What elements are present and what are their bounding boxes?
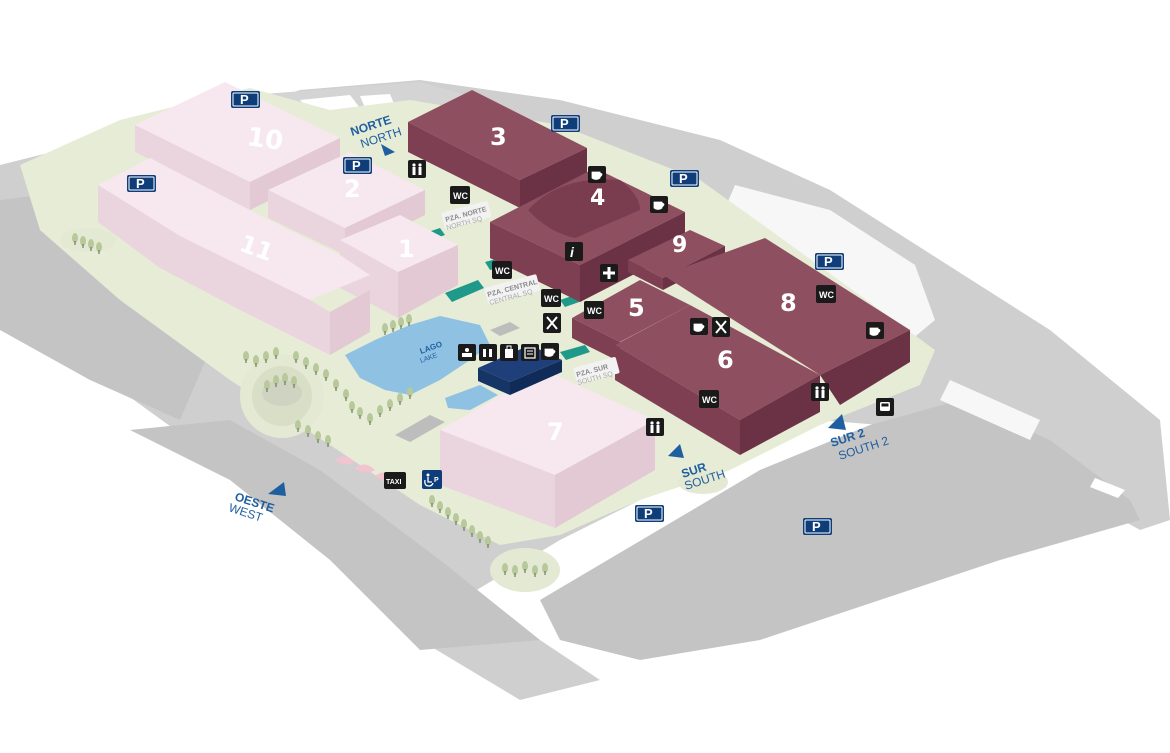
wc-markers: WC WC WC WC WC WC [450, 186, 836, 408]
svg-text:P: P [434, 477, 439, 484]
cafe-icon[interactable] [650, 196, 668, 213]
hall-4-label: 4 [590, 186, 605, 211]
restaurant-icon[interactable] [543, 313, 561, 333]
parking-icon[interactable]: P [231, 91, 260, 108]
toilets-icon[interactable] [479, 344, 497, 361]
svg-text:WC: WC [702, 395, 717, 405]
hall-5-label: 5 [628, 294, 645, 322]
parking-icon[interactable]: P [127, 175, 156, 192]
parking-icon[interactable]: P [343, 157, 372, 174]
parking-icon[interactable]: P [635, 505, 664, 522]
hall-10-label: 10 [245, 122, 285, 157]
cafe-icon[interactable] [690, 318, 708, 335]
gate-west-arrow-icon [268, 482, 286, 496]
restaurant-icon[interactable] [712, 317, 730, 337]
svg-text:P: P [560, 116, 569, 131]
parking-icon[interactable]: P [670, 170, 699, 187]
wc-icon[interactable]: WC [699, 390, 719, 408]
svg-text:P: P [812, 519, 821, 534]
hall-3[interactable]: 3 [408, 90, 587, 208]
accessible-parking-icon[interactable]: P [422, 470, 442, 489]
hall-1-label: 1 [398, 235, 415, 263]
wc-icon[interactable]: WC [816, 285, 836, 303]
info-icon[interactable]: i [565, 242, 583, 261]
lake: LAGO LAKE [345, 316, 498, 410]
bus-icon[interactable] [876, 398, 894, 416]
svg-text:P: P [644, 506, 653, 521]
toilets-icon[interactable] [408, 160, 426, 178]
wc-icon[interactable]: WC [450, 186, 470, 204]
parking-icon[interactable]: P [815, 253, 844, 270]
central-services-icons [458, 344, 539, 361]
svg-text:P: P [679, 171, 688, 186]
hall-3-label: 3 [490, 123, 507, 151]
parking-icon[interactable]: P [551, 115, 580, 132]
svg-text:WC: WC [819, 290, 834, 300]
hall-7-label: 7 [547, 418, 564, 446]
cafe-icon[interactable] [866, 322, 884, 339]
hall-11[interactable]: 11 [98, 158, 370, 355]
active-halls: 3 4 9 8 5 [408, 90, 910, 455]
hall-2-label: 2 [344, 175, 361, 203]
parking-icon[interactable]: P [803, 518, 832, 535]
info-desk-icon[interactable] [458, 344, 476, 361]
svg-text:P: P [136, 176, 145, 191]
cafe-icon[interactable] [588, 166, 606, 183]
cash-icon[interactable] [521, 344, 539, 361]
gate-north-arrow-icon [381, 144, 395, 156]
toilets-icon[interactable] [646, 418, 664, 436]
wc-icon[interactable]: WC [492, 261, 512, 279]
taxi-icon[interactable]: TAXI [384, 472, 406, 489]
svg-text:P: P [352, 158, 361, 173]
service-markers: i TAXI P [384, 160, 894, 489]
wc-icon[interactable]: WC [584, 301, 604, 319]
gate-south-2-arrow-icon [828, 414, 846, 430]
hall-10[interactable]: 10 [135, 82, 340, 210]
hall-1[interactable]: 1 [340, 215, 458, 318]
svg-text:P: P [824, 254, 833, 269]
gate-south-arrow-icon [668, 444, 684, 458]
hall-8-label: 8 [780, 289, 797, 317]
svg-text:WC: WC [453, 191, 468, 201]
parking-markers: P P P P P P P P [127, 91, 844, 535]
svg-text:TAXI: TAXI [386, 479, 401, 486]
svg-text:WC: WC [544, 294, 559, 304]
svg-text:WC: WC [587, 306, 602, 316]
hall-8[interactable]: 8 [663, 238, 910, 405]
cafe-icon[interactable] [541, 343, 559, 360]
restaurant-markers [543, 313, 730, 337]
wc-icon[interactable]: WC [541, 289, 561, 307]
cafe-markers [541, 166, 884, 360]
svg-text:i: i [570, 244, 575, 260]
svg-text:P: P [240, 92, 249, 107]
hall-9-label: 9 [672, 233, 687, 258]
hall-5[interactable]: 5 [572, 280, 690, 362]
svg-text:WC: WC [495, 266, 510, 276]
first-aid-icon[interactable] [600, 264, 618, 282]
toilets-icon[interactable] [811, 383, 829, 401]
hall-7[interactable]: 7 [440, 370, 655, 528]
hall-6-label: 6 [717, 346, 734, 374]
hall-6[interactable]: 6 [615, 305, 820, 455]
inactive-halls: 10 2 1 11 7 [98, 82, 655, 528]
locker-icon[interactable] [500, 344, 518, 361]
